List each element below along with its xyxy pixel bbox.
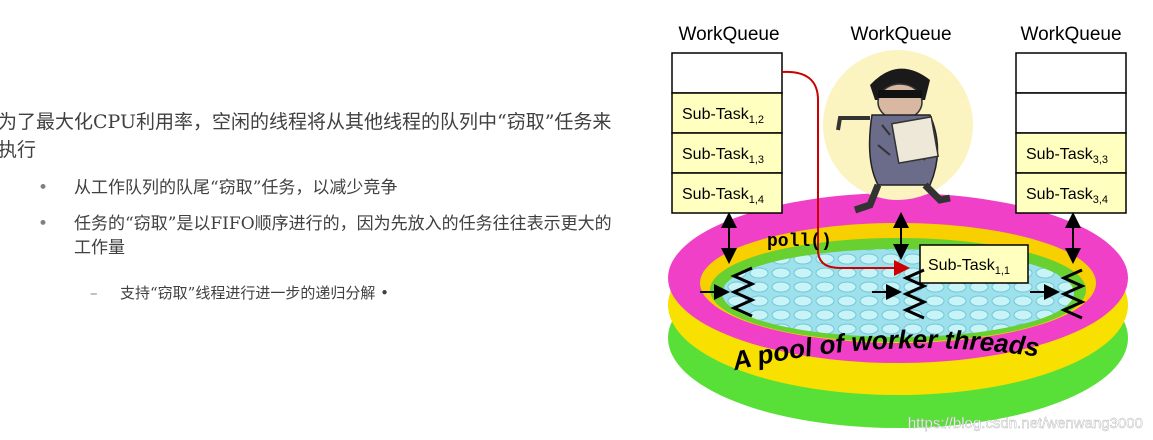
main-statement: 为了最大化CPU利用率，空闲的线程将从其他线程的队列中“窃取”任务来执行 <box>0 111 612 161</box>
stolen-task-box <box>919 244 1029 284</box>
poll-label: poll() <box>767 232 832 252</box>
queue-label-3: WorkQueue <box>1020 24 1121 45</box>
thief-illustration <box>823 50 973 214</box>
task-q3-a: Sub-Task3,3 <box>1026 146 1108 166</box>
worker-threads <box>730 266 1086 320</box>
work-queue-3: Sub-Task3,3 Sub-Task3,4 <box>1015 52 1127 214</box>
worker-thread-1 <box>730 266 756 318</box>
worker-thread-2 <box>902 268 928 320</box>
watermark: https://blog.csdn.net/wenwang3000 <box>908 415 1143 432</box>
queue-slot <box>671 172 783 214</box>
task-q3-b: Sub-Task3,4 <box>1026 186 1108 206</box>
task-q1-b: Sub-Task1,3 <box>682 146 764 166</box>
bullet-text: 从工作队列的队尾“窃取”任务，以减少竞争 <box>74 178 398 198</box>
bullet-dot: • <box>38 214 49 234</box>
queue-slot-empty <box>1015 52 1127 94</box>
work-queue-1: Sub-Task1,2 Sub-Task1,3 Sub-Task1,4 <box>671 52 783 214</box>
task-q1-a: Sub-Task1,2 <box>682 106 764 126</box>
bullet-dot: • <box>38 178 49 198</box>
sub-bullet-text: 支持“窃取”线程进行进一步的递归分解 • <box>120 284 389 302</box>
queue-slot <box>1015 132 1127 174</box>
queue-slot <box>671 92 783 134</box>
bullet-text: 任务的“窃取”是以FIFO顺序进行的，因为先放入的任务往往表示更大的工作量 <box>74 214 612 258</box>
steal-arrow <box>781 70 910 276</box>
worker-thread-3 <box>1060 268 1086 320</box>
queue-slot-empty <box>671 52 783 94</box>
stolen-task: Sub-Task1,1 <box>919 244 1029 284</box>
queue-slot <box>671 132 783 174</box>
sub-bullet-dash: – <box>90 284 98 302</box>
queue-label-2: WorkQueue <box>850 24 951 45</box>
task-q1-c: Sub-Task1,4 <box>682 186 764 206</box>
queue-slot-empty <box>1015 92 1127 134</box>
queue-label-1: WorkQueue <box>678 24 779 45</box>
task-stolen: Sub-Task1,1 <box>928 257 1010 277</box>
